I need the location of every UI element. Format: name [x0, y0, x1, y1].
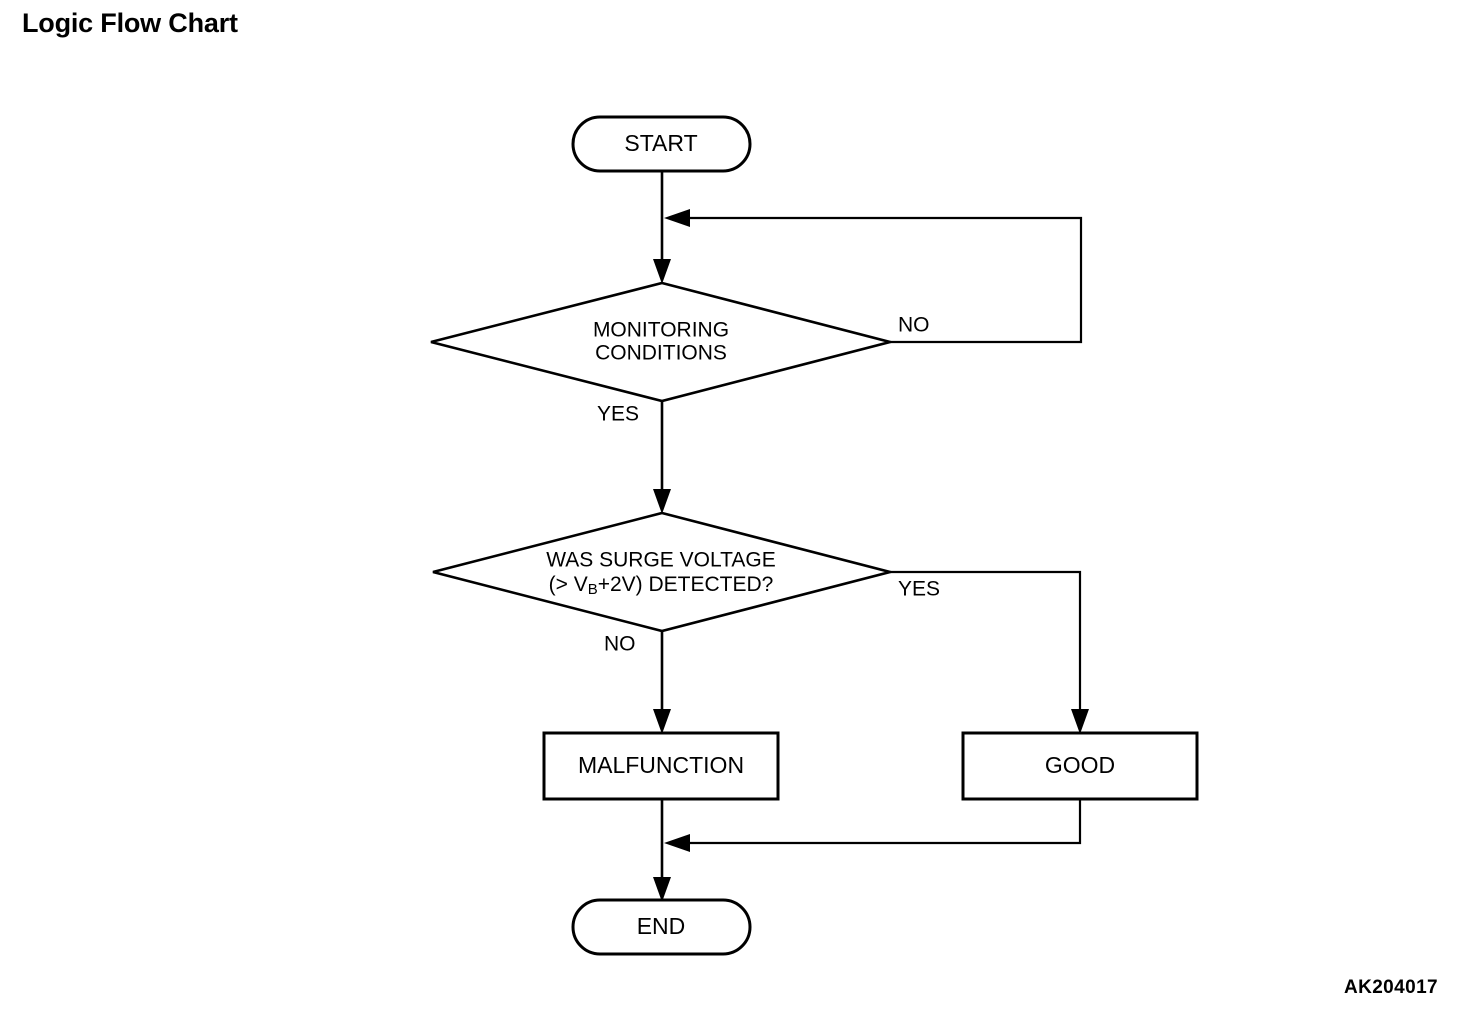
- surge-voltage-label-line2: (> VB+2V) DETECTED?: [549, 573, 774, 598]
- edge-surge-yes-to-good: YES: [890, 570, 1089, 734]
- edge-good-merge-path: [680, 799, 1082, 845]
- edge-start-to-monitor: [653, 171, 671, 284]
- edge-monitor-yes-arrowhead-icon: [653, 489, 671, 514]
- end-shape: [571, 898, 752, 956]
- node-good: GOOD: [961, 731, 1199, 801]
- good-label: GOOD: [1045, 752, 1115, 778]
- edge-surge-yes-arrowhead-icon: [1071, 709, 1089, 734]
- surge-voltage-label-line2-subscript: B: [588, 581, 598, 598]
- edge-monitor-no-feedback: NO: [664, 209, 1083, 344]
- edge-start-arrowhead-icon: [653, 259, 671, 284]
- edge-malfunction-end-arrowhead-icon: [653, 877, 671, 902]
- node-monitoring-conditions: MONITORING CONDITIONS: [430, 281, 896, 403]
- node-start: START: [571, 115, 752, 173]
- edge-malfunction-to-end: [653, 799, 671, 902]
- edge-surge-no-arrowhead-icon: [653, 709, 671, 734]
- edge-monitor-no-path: [680, 216, 1083, 344]
- edge-surge-yes-path: [890, 570, 1082, 722]
- edge-monitor-yes-to-surge: YES: [597, 401, 671, 514]
- edge-label-surge-no: NO: [604, 633, 636, 656]
- start-label: START: [624, 130, 697, 156]
- end-label: END: [637, 913, 686, 939]
- edge-surge-no-to-malfunction: NO: [604, 631, 671, 734]
- node-end: END: [571, 898, 752, 956]
- edge-label-surge-yes: YES: [898, 578, 940, 601]
- surge-voltage-label-line1: WAS SURGE VOLTAGE: [546, 549, 775, 572]
- edge-label-monitor-no: NO: [898, 314, 930, 337]
- figure-code-label: AK204017: [1343, 977, 1438, 998]
- monitoring-conditions-label-line1: MONITORING: [593, 319, 729, 342]
- edge-good-merge-arrowhead-icon: [664, 834, 690, 852]
- surge-voltage-label-line2-post: +2V) DETECTED?: [598, 573, 774, 596]
- monitoring-conditions-label-line2: CONDITIONS: [595, 342, 727, 365]
- malfunction-label: MALFUNCTION: [578, 752, 744, 778]
- edge-good-to-merge: [664, 799, 1082, 852]
- node-surge-voltage-decision: WAS SURGE VOLTAGE (> VB+2V) DETECTED?: [432, 511, 896, 633]
- edge-monitor-no-arrowhead-icon: [664, 209, 690, 227]
- surge-voltage-label-line2-pre: (> V: [549, 573, 588, 596]
- node-malfunction: MALFUNCTION: [542, 731, 780, 801]
- edge-label-monitor-yes: YES: [597, 403, 639, 426]
- page-title: Logic Flow Chart: [22, 8, 238, 38]
